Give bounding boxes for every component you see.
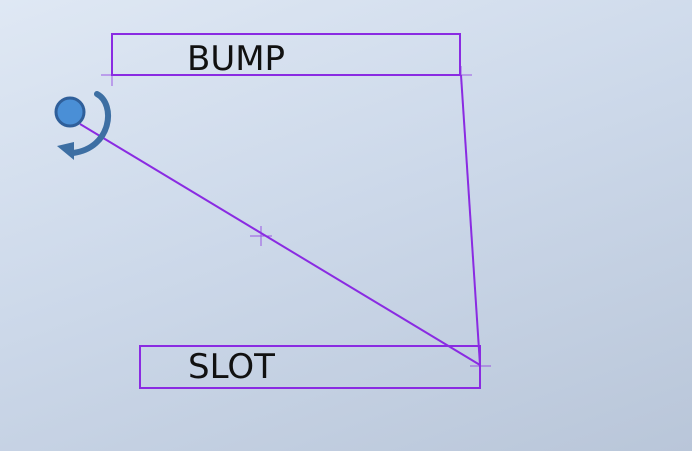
pivot-point-icon[interactable] — [54, 96, 86, 128]
construction-marks — [101, 66, 491, 377]
bump-label: BUMP — [187, 39, 285, 79]
rotate-arrowhead-icon — [57, 142, 74, 160]
bump-rectangle[interactable] — [111, 33, 461, 76]
vertical-link-line[interactable] — [460, 74, 481, 366]
rotate-icon[interactable] — [70, 91, 112, 156]
diagonal-link-line[interactable] — [79, 123, 481, 366]
slot-label: SLOT — [188, 347, 275, 387]
